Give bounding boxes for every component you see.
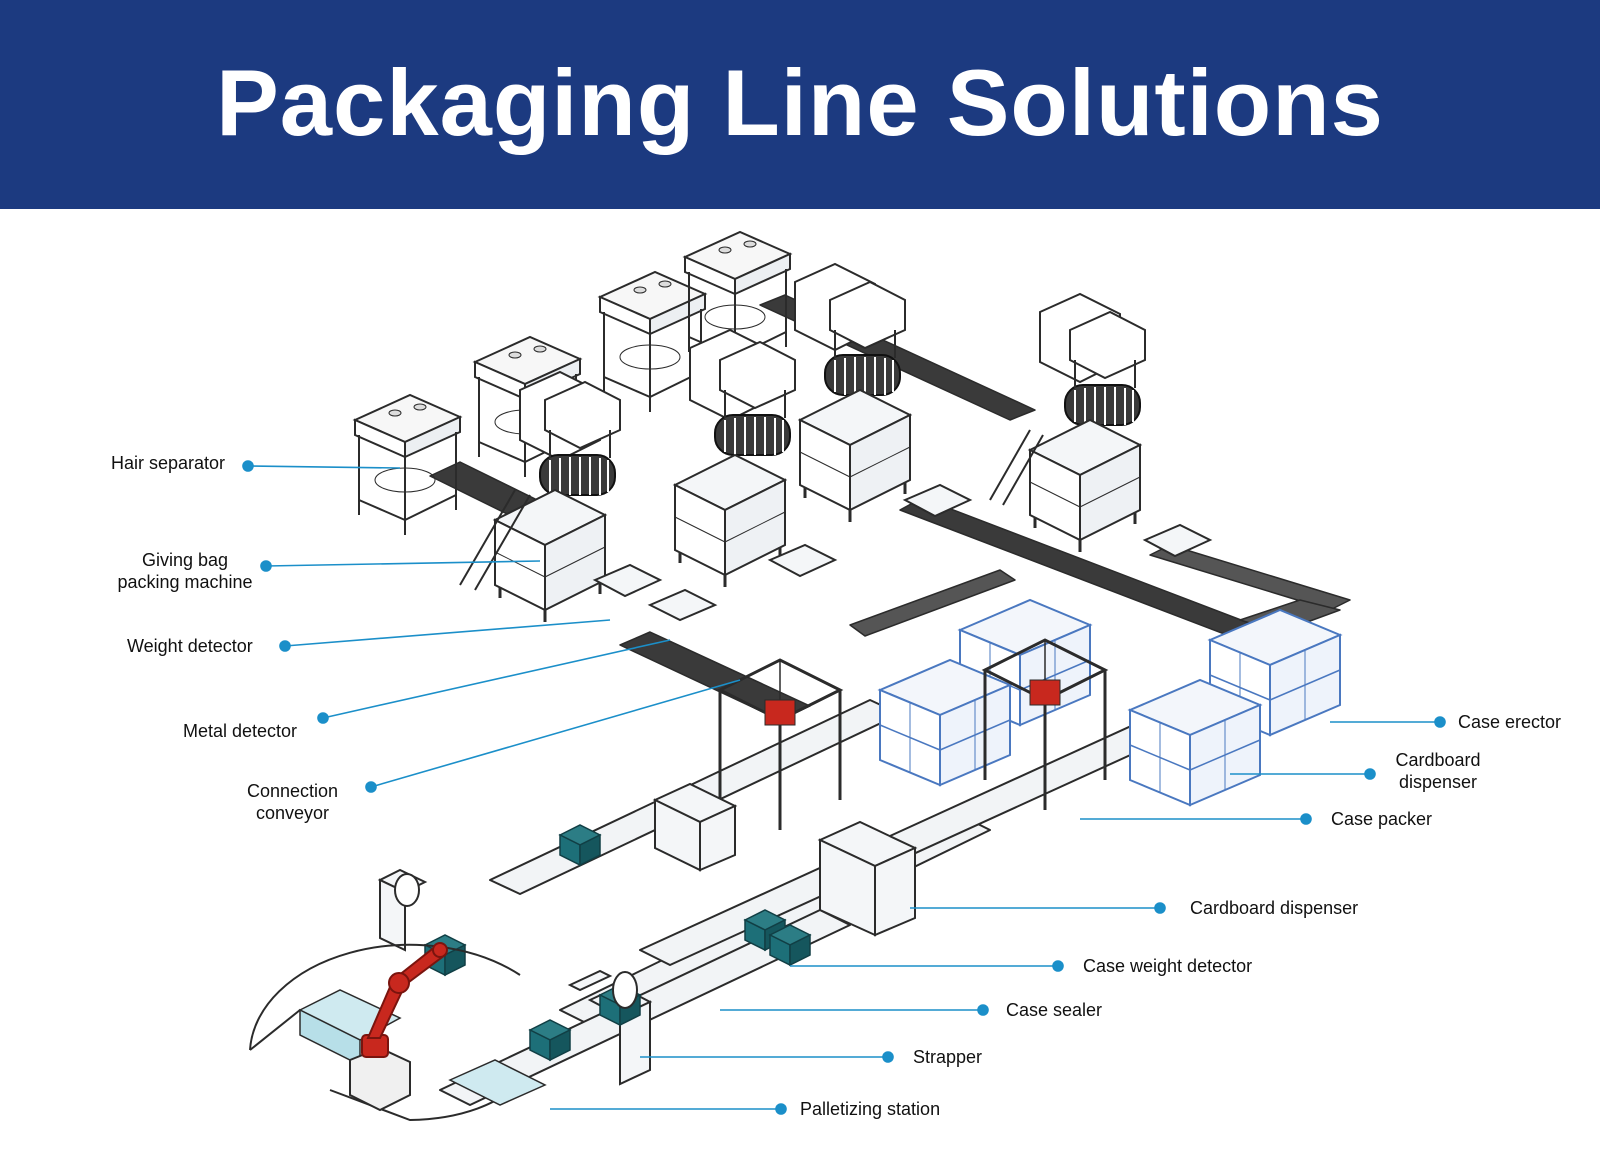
label-weight-detector: Weight detector: [127, 636, 253, 656]
label-cardboard-top-line2: dispenser: [1398, 772, 1478, 792]
page-title: Packaging Line Solutions: [216, 49, 1384, 155]
label-giving-bag-line1: Giving bag: [141, 550, 229, 570]
label-metal-detector: Metal detector: [183, 721, 298, 741]
label-cardboard-dispenser-top: Cardboard dispenser: [1378, 749, 1498, 793]
label-connection-conveyor: Connection conveyor: [230, 780, 355, 824]
label-case-weight-detector: Case weight detector: [1083, 956, 1253, 976]
detector-units: [592, 483, 1213, 622]
title-banner: Packaging Line Solutions: [0, 0, 1600, 209]
label-cardboard-top-line1: Cardboard: [1395, 750, 1481, 770]
label-connection-line1: Connection: [246, 781, 339, 801]
stairs: [459, 429, 1044, 591]
label-giving-bag-line2: packing machine: [117, 572, 253, 592]
label-palletizing-station: Palletizing station: [800, 1099, 941, 1119]
label-case-sealer: Case sealer: [1006, 1000, 1103, 1020]
robot-arm: [361, 942, 448, 1058]
label-case-packer: Case packer: [1331, 809, 1433, 829]
label-case-erector: Case erector: [1458, 712, 1562, 732]
label-hair-separator: Hair separator: [111, 453, 226, 473]
label-connection-line2: conveyor: [255, 803, 330, 823]
robot-cell: [249, 942, 547, 1122]
label-strapper: Strapper: [913, 1047, 983, 1067]
strapper-coil: [612, 971, 638, 1009]
leader-lines: [242, 460, 1446, 1115]
label-giving-bag-packing-machine: Giving bag packing machine: [110, 549, 260, 593]
label-cardboard-dispenser: Cardboard dispenser: [1190, 898, 1359, 918]
